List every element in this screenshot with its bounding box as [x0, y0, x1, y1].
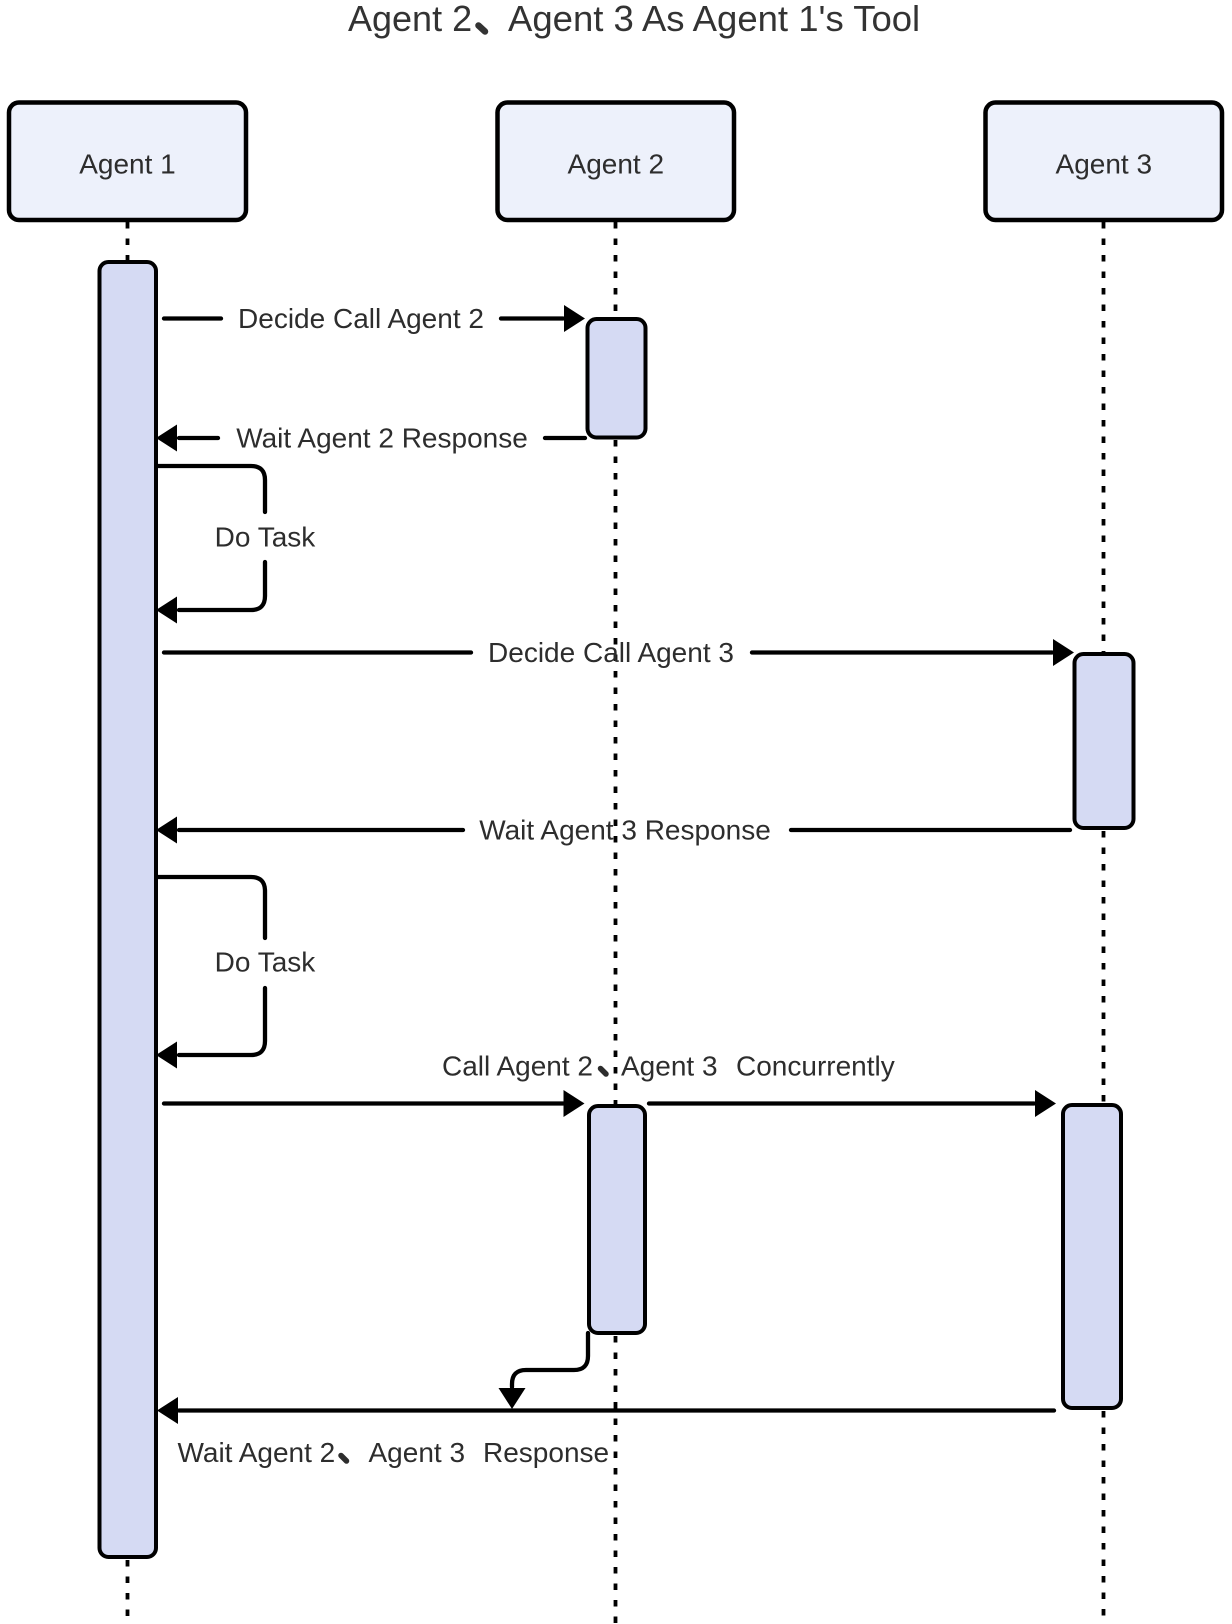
- svg-text:Do Task: Do Task: [215, 522, 317, 553]
- svg-text:Agent 3: Agent 3: [369, 1437, 466, 1468]
- svg-text:Wait Agent 2 Response: Wait Agent 2 Response: [236, 423, 528, 454]
- svg-text:Decide Call Agent 2: Decide Call Agent 2: [238, 303, 484, 334]
- svg-text:Call Agent 2: Call Agent 2: [442, 1051, 593, 1082]
- svg-text:Agent 3 As Agent 1's Tool: Agent 3 As Agent 1's Tool: [508, 0, 920, 39]
- svg-text:Agent 3: Agent 3: [1056, 149, 1153, 180]
- svg-text:Response: Response: [483, 1437, 609, 1468]
- svg-text:Wait Agent 3 Response: Wait Agent 3 Response: [479, 815, 771, 846]
- svg-text:Agent 2: Agent 2: [568, 149, 665, 180]
- svg-text:Agent 2: Agent 2: [348, 0, 472, 39]
- svg-text:Wait Agent 2: Wait Agent 2: [178, 1437, 336, 1468]
- svg-text:Concurrently: Concurrently: [736, 1051, 895, 1082]
- svg-text:Agent 1: Agent 1: [79, 149, 176, 180]
- svg-text:Do Task: Do Task: [215, 947, 317, 978]
- svg-text:Decide Call Agent 3: Decide Call Agent 3: [488, 637, 734, 668]
- svg-text:Agent 3: Agent 3: [621, 1051, 718, 1082]
